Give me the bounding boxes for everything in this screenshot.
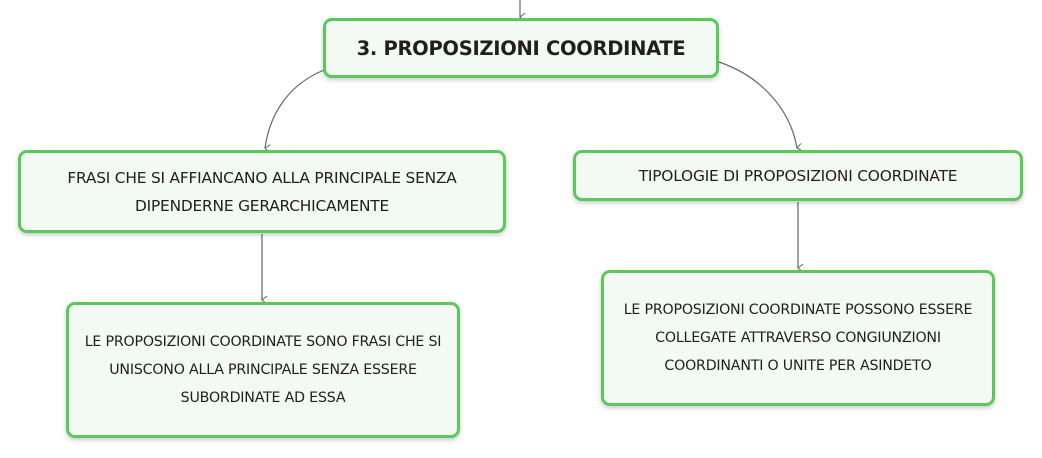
left-branch-node-label: FRASI CHE SI AFFIANCANO ALLA PRINCIPALE …	[67, 168, 457, 215]
left-child-node[interactable]: LE PROPOSIZIONI COORDINATE SONO FRASI CH…	[66, 302, 460, 438]
right-child-node-label: LE PROPOSIZIONI COORDINATE POSSONO ESSER…	[623, 302, 973, 374]
root-node[interactable]: 3. PROPOSIZIONI COORDINATE	[323, 18, 719, 78]
root-node-label: 3. PROPOSIZIONI COORDINATE	[356, 36, 686, 60]
right-child-node[interactable]: LE PROPOSIZIONI COORDINATE POSSONO ESSER…	[601, 270, 995, 406]
left-branch-node[interactable]: FRASI CHE SI AFFIANCANO ALLA PRINCIPALE …	[18, 150, 506, 233]
connector-root-to-left	[265, 69, 325, 148]
connector-root-to-right	[718, 61, 797, 148]
right-branch-node-label: TIPOLOGIE DI PROPOSIZIONI COORDINATE	[638, 166, 958, 185]
left-child-node-label: LE PROPOSIZIONI COORDINATE SONO FRASI CH…	[84, 334, 442, 406]
right-branch-node[interactable]: TIPOLOGIE DI PROPOSIZIONI COORDINATE	[573, 150, 1023, 201]
